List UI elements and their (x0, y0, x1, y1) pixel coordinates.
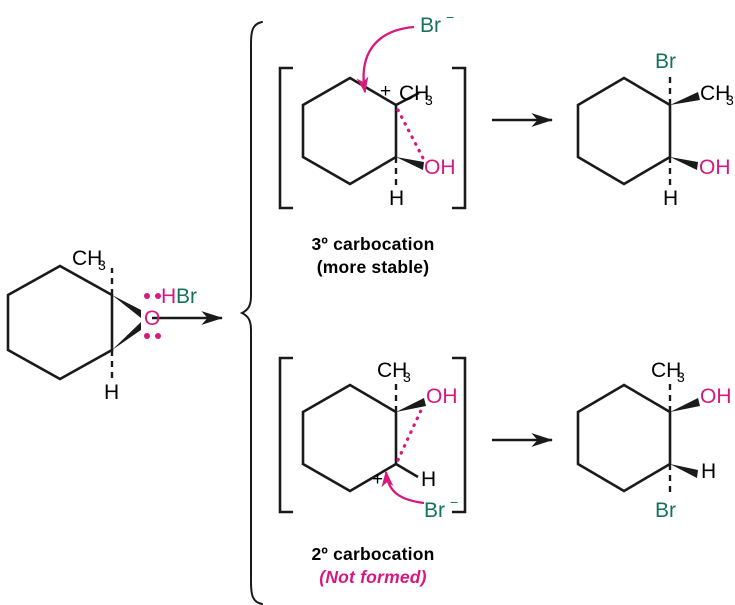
top-product-methyl-wedge (670, 92, 700, 105)
reagent-br-label: Br (176, 285, 197, 308)
top-product-methyl-subscript: 3 (726, 92, 734, 108)
top-product-bromine-label: Br (655, 50, 676, 73)
bottom-caption-line2: (Not formed) (319, 567, 427, 587)
top-breaking-bond-dotted (396, 108, 426, 162)
bottom-hydrogen-label: H (421, 468, 436, 491)
bottom-nucleophile-charge: − (450, 494, 458, 510)
bottom-caption-line1: 2º carbocation (311, 544, 435, 564)
bottom-product-methyl-subscript: 3 (677, 369, 685, 385)
epoxide-wedge-lower (112, 322, 141, 350)
top-carbocation-plus: + (380, 81, 391, 102)
bottom-product-hydrogen-wedge (670, 464, 698, 478)
bottom-product-hydroxyl-label: OH (700, 385, 732, 408)
bottom-curved-electron-arrow (381, 470, 425, 505)
bottom-methyl-subscript: 3 (403, 369, 411, 385)
branching-brace (239, 21, 263, 605)
bottom-product-methyl-label: CH (651, 359, 681, 382)
top-caption-line1: 3º carbocation (311, 234, 435, 254)
bottom-product-hydroxyl-wedge (670, 398, 700, 412)
top-carbocation-group (278, 25, 467, 210)
top-pathway-caption: 3º carbocation (more stable) (258, 233, 488, 279)
top-hydrogen-label: H (389, 187, 404, 210)
top-curved-electron-arrow (356, 25, 415, 94)
top-nucleophile-charge: − (446, 9, 454, 25)
bottom-breaking-bond-dotted (396, 404, 425, 462)
bottom-hydroxyl-label: OH (426, 385, 458, 408)
reagent-h-label: H (161, 285, 176, 308)
top-caption-line2: (more stable) (316, 257, 430, 277)
top-product-group (576, 76, 700, 186)
sm-oxygen-label: O (144, 307, 160, 330)
epoxide-wedge-upper (112, 295, 141, 318)
bottom-nucleophile-br-label: Br (424, 499, 445, 522)
bracket-left-top (278, 66, 293, 210)
bracket-right-top (452, 66, 467, 210)
top-product-hydrogen-label: H (663, 187, 678, 210)
oxygen-lone-pairs (144, 293, 161, 339)
bottom-product-bromine-label: Br (655, 499, 676, 522)
top-methyl-bond (395, 91, 420, 107)
sm-methyl-label: CH (72, 247, 102, 270)
top-hydroxyl-label: OH (424, 156, 456, 179)
top-methyl-subscript: 3 (425, 92, 433, 108)
bracket-left-bottom (278, 356, 293, 514)
top-nucleophile-br-label: Br (420, 14, 441, 37)
bottom-product-group (576, 383, 700, 493)
bottom-hydrogen-bond (395, 462, 419, 479)
starting-material-epoxide (6, 264, 161, 381)
top-product-hydroxyl-label: OH (699, 156, 731, 179)
bottom-pathway-caption: 2º carbocation (Not formed) (258, 543, 488, 589)
sm-methyl-subscript: 3 (98, 257, 106, 273)
bracket-right-bottom (452, 356, 467, 514)
top-product-methyl-label: CH (700, 82, 730, 105)
top-hydroxyl-wedge (396, 157, 424, 170)
top-product-hydroxyl-wedge (670, 157, 698, 170)
sm-hydrogen-label: H (104, 381, 119, 404)
bottom-methyl-label: CH (377, 359, 407, 382)
bottom-hydroxyl-wedge (396, 398, 426, 412)
bottom-carbocation-plus: + (372, 469, 383, 490)
top-methyl-label: CH (399, 82, 429, 105)
bottom-carbocation-group (278, 356, 467, 514)
bottom-product-hydrogen-label: H (701, 460, 716, 483)
